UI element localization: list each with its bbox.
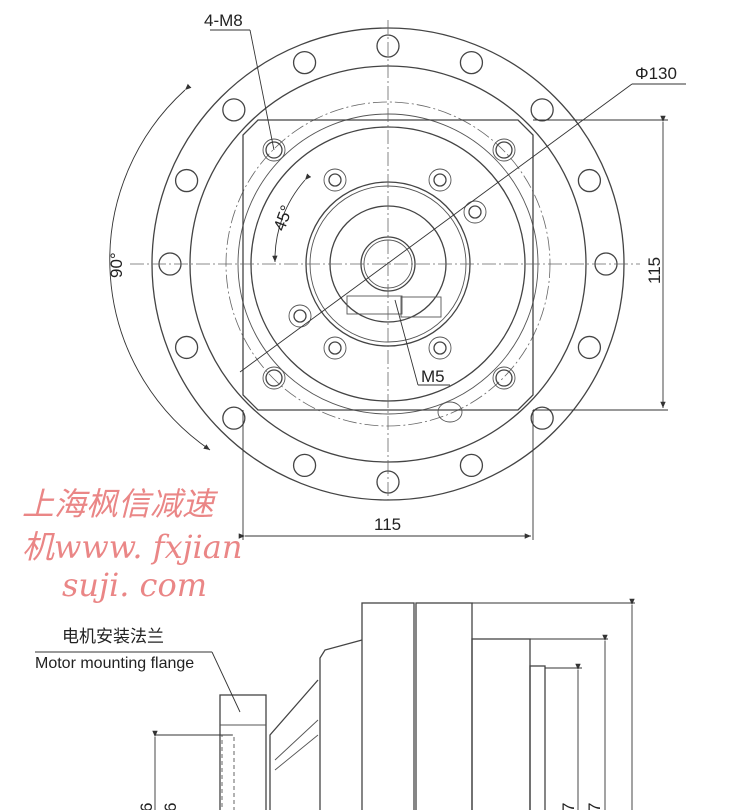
angle-45-arc	[272, 173, 312, 263]
square-flange	[242, 119, 534, 411]
mounting-hole	[428, 168, 452, 192]
dim-left-1: 6	[137, 803, 156, 810]
height-dim-label: 115	[645, 257, 664, 284]
mounting-holes	[288, 168, 487, 360]
flange-hole	[530, 406, 554, 430]
bolt-label: 4-M8	[204, 11, 243, 30]
dim-right-1: 7	[559, 803, 578, 810]
front-view	[109, 20, 686, 540]
flange-hole	[530, 98, 554, 122]
angle-90-label: 90°	[107, 252, 126, 278]
corner-bolt-holes-4-M8	[262, 138, 516, 390]
diameter-leader	[239, 83, 633, 373]
mounting-hole	[428, 336, 452, 360]
flange-hole	[222, 98, 246, 122]
angle-45-label: 45°	[270, 203, 297, 234]
flange-hole	[174, 335, 199, 360]
diameter-label: Φ130	[635, 64, 677, 83]
flange-hole	[577, 335, 602, 360]
flange-label-cn: 电机安装法兰	[62, 627, 164, 646]
flange-hole	[376, 34, 400, 58]
corner-hole	[492, 138, 516, 162]
flange-hole	[292, 453, 317, 478]
mounting-hole	[463, 200, 487, 224]
width-dim-label: 115	[374, 515, 401, 534]
flange-hole	[577, 168, 602, 193]
watermark-line-2: 机www. fxjian	[22, 528, 242, 566]
flange-hole	[174, 168, 199, 193]
watermark-line-3: suji. com	[62, 566, 207, 604]
tap-label: M5	[421, 367, 445, 386]
front-view-labels: 4-M8 Φ130 45° 90° 115 115 M5	[107, 11, 677, 534]
flange-hole	[459, 453, 484, 478]
flange-hole	[292, 50, 317, 75]
mounting-hole	[323, 168, 347, 192]
corner-hole	[492, 366, 516, 390]
flange-label-en: Motor mounting flange	[35, 655, 194, 672]
watermark-line-1: 上海枫信减速	[22, 485, 219, 523]
dim-right-2: 7	[585, 803, 604, 810]
flange-hole	[222, 406, 246, 430]
motor-mounting-flange	[219, 694, 267, 810]
corner-hole	[262, 366, 286, 390]
mounting-hole	[323, 336, 347, 360]
watermark: 上海枫信减速 机www. fxjian suji. com	[22, 485, 242, 604]
angle-90-arc	[109, 83, 211, 451]
flange-hole	[459, 50, 484, 75]
corner-hole	[262, 138, 286, 162]
side-view: 电机安装法兰 Motor mounting flange 6 6 7 7	[35, 598, 635, 810]
dim-left-2: 6	[161, 803, 180, 810]
mounting-hole	[288, 304, 312, 328]
